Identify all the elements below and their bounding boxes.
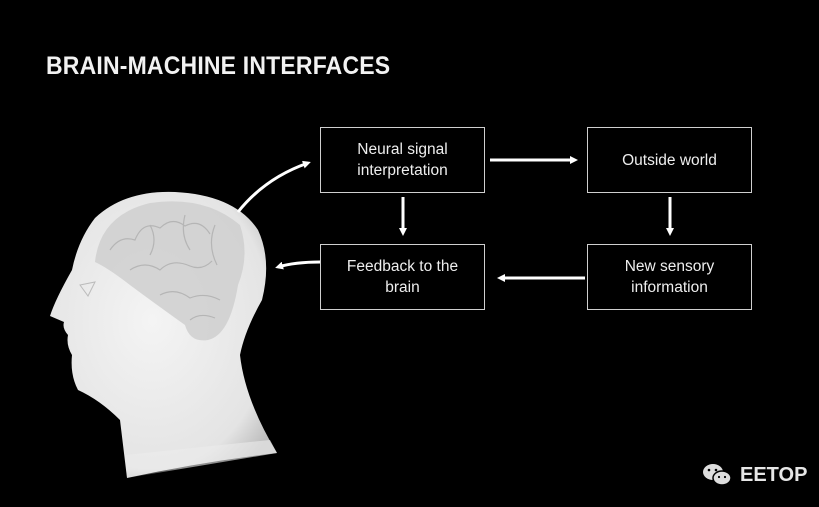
- arrow-feedback-to-brain: [275, 260, 321, 270]
- node-outside-world: Outside world: [587, 127, 752, 193]
- brain-icon: [95, 201, 245, 341]
- head-silhouette: [50, 191, 277, 478]
- slide-title: BRAIN-MACHINE INTERFACES: [46, 52, 391, 80]
- wechat-icon: [703, 464, 732, 486]
- node-neural-signal-interpretation: Neural signal interpretation: [320, 127, 485, 193]
- node-feedback-to-brain: Feedback to the brain: [320, 244, 485, 310]
- node-new-sensory-information: New sensory information: [587, 244, 752, 310]
- watermark-text: EETOP: [740, 463, 808, 486]
- watermark: EETOP: [702, 462, 807, 488]
- arrow-brain-to-neural: [236, 160, 311, 213]
